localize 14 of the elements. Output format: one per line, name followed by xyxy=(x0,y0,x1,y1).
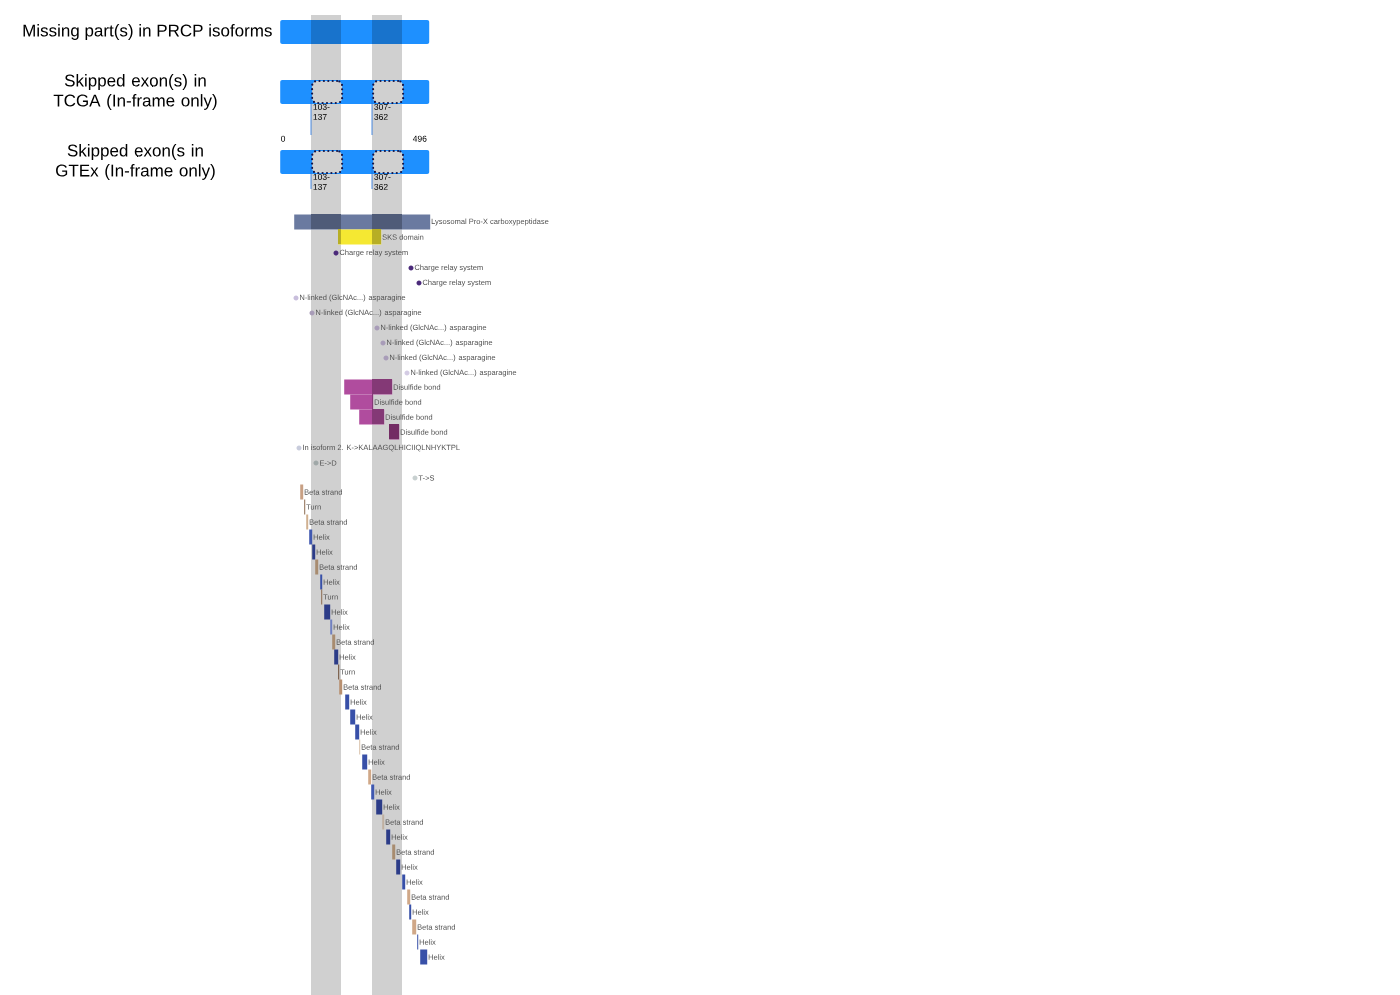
skipped-exon-box xyxy=(372,149,405,175)
range-label: 307-362 xyxy=(371,96,391,136)
node-label: Missing part(s) in PRCP isoforms xyxy=(23,24,272,40)
range-label: 307-362 xyxy=(371,166,391,190)
skipped-exon-box xyxy=(372,79,405,105)
scale-label: 496 xyxy=(412,135,427,142)
range-label: 103-137 xyxy=(310,166,330,190)
node-label: Skipped exon(s in GTEx (In-frame only) xyxy=(56,144,215,180)
node-label: Skipped exon(s) in TCGA (In-frame only) xyxy=(53,74,217,110)
track-bar: Missing part(s) in PRCP isoforms xyxy=(23,20,430,44)
skipped-exon-box xyxy=(311,79,344,105)
range-label: 103-137 xyxy=(310,96,330,136)
skipped-exon-box xyxy=(311,149,344,175)
scale-label: 0 xyxy=(281,135,286,142)
